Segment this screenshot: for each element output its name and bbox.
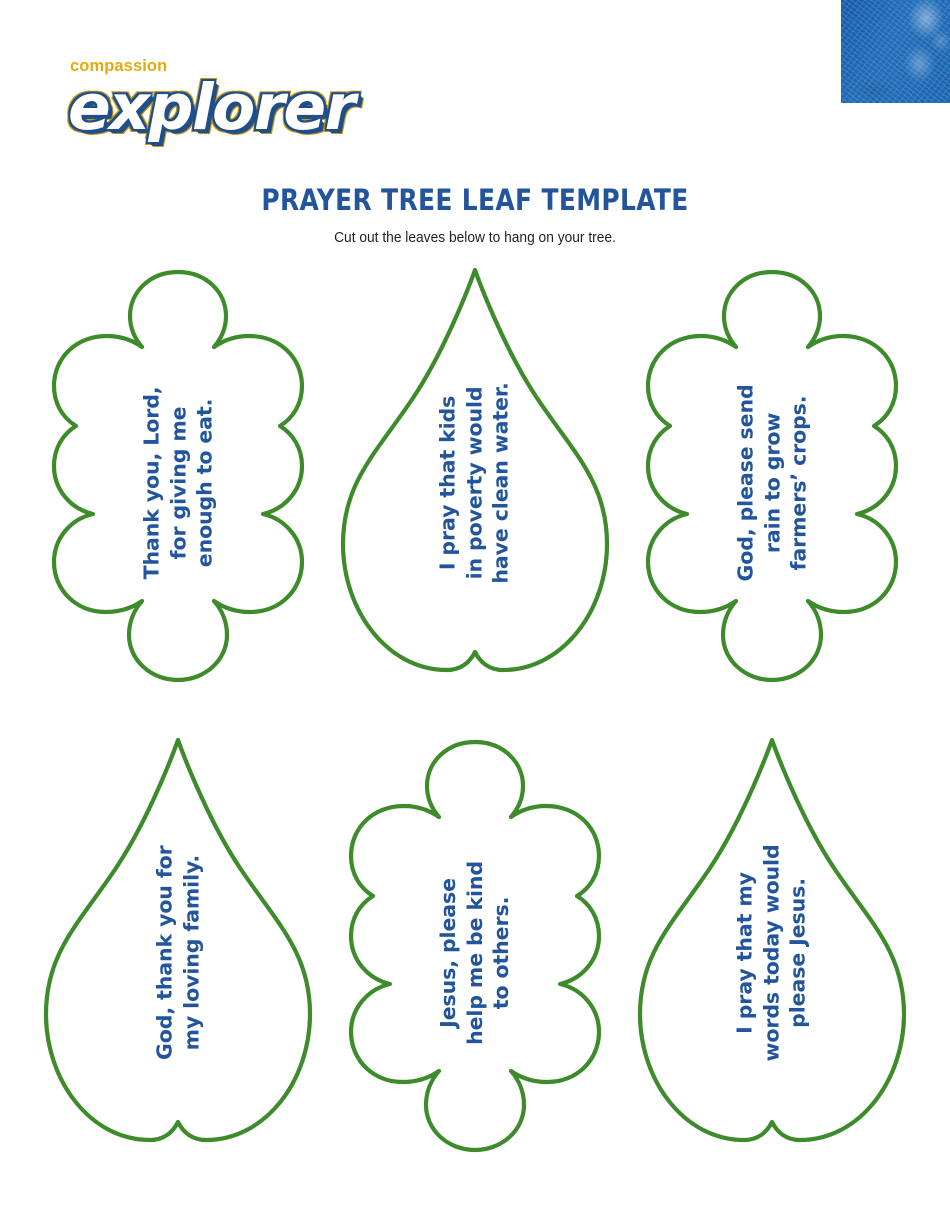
oak-leaf-outline-icon: [51, 269, 305, 683]
leaf-card-3[interactable]: God, please send rain to grow farmers’ c…: [622, 258, 922, 708]
corner-decoration-block: [841, 0, 950, 103]
page-title: PRAYER TREE LEAF TEMPLATE: [261, 183, 689, 217]
page-subtitle: Cut out the leaves below to hang on your…: [334, 230, 616, 246]
leaf-template-grid: Thank you, Lord, for giving me enough to…: [0, 258, 950, 1178]
leaf-card-4[interactable]: God, thank you for my loving family.: [28, 728, 328, 1178]
leaf-card-1[interactable]: Thank you, Lord, for giving me enough to…: [28, 258, 328, 708]
logo-explorer-word: explorer: [68, 70, 356, 144]
oak-leaf-outline-icon: [348, 739, 602, 1153]
pointed-leaf-outline-icon: [340, 267, 610, 673]
leaf-card-2[interactable]: I pray that kids in poverty would have c…: [325, 258, 625, 708]
compassion-explorer-logo: compassion explorer: [68, 58, 408, 158]
oak-leaf-outline-icon: [645, 269, 899, 683]
pointed-leaf-outline-icon: [637, 737, 907, 1143]
leaf-card-5[interactable]: Jesus, please help me be kind to others.: [325, 728, 625, 1178]
pointed-leaf-outline-icon: [43, 737, 313, 1143]
logo-compassion-word: compassion: [70, 57, 168, 75]
leaf-card-6[interactable]: I pray that my words today would please …: [622, 728, 922, 1178]
